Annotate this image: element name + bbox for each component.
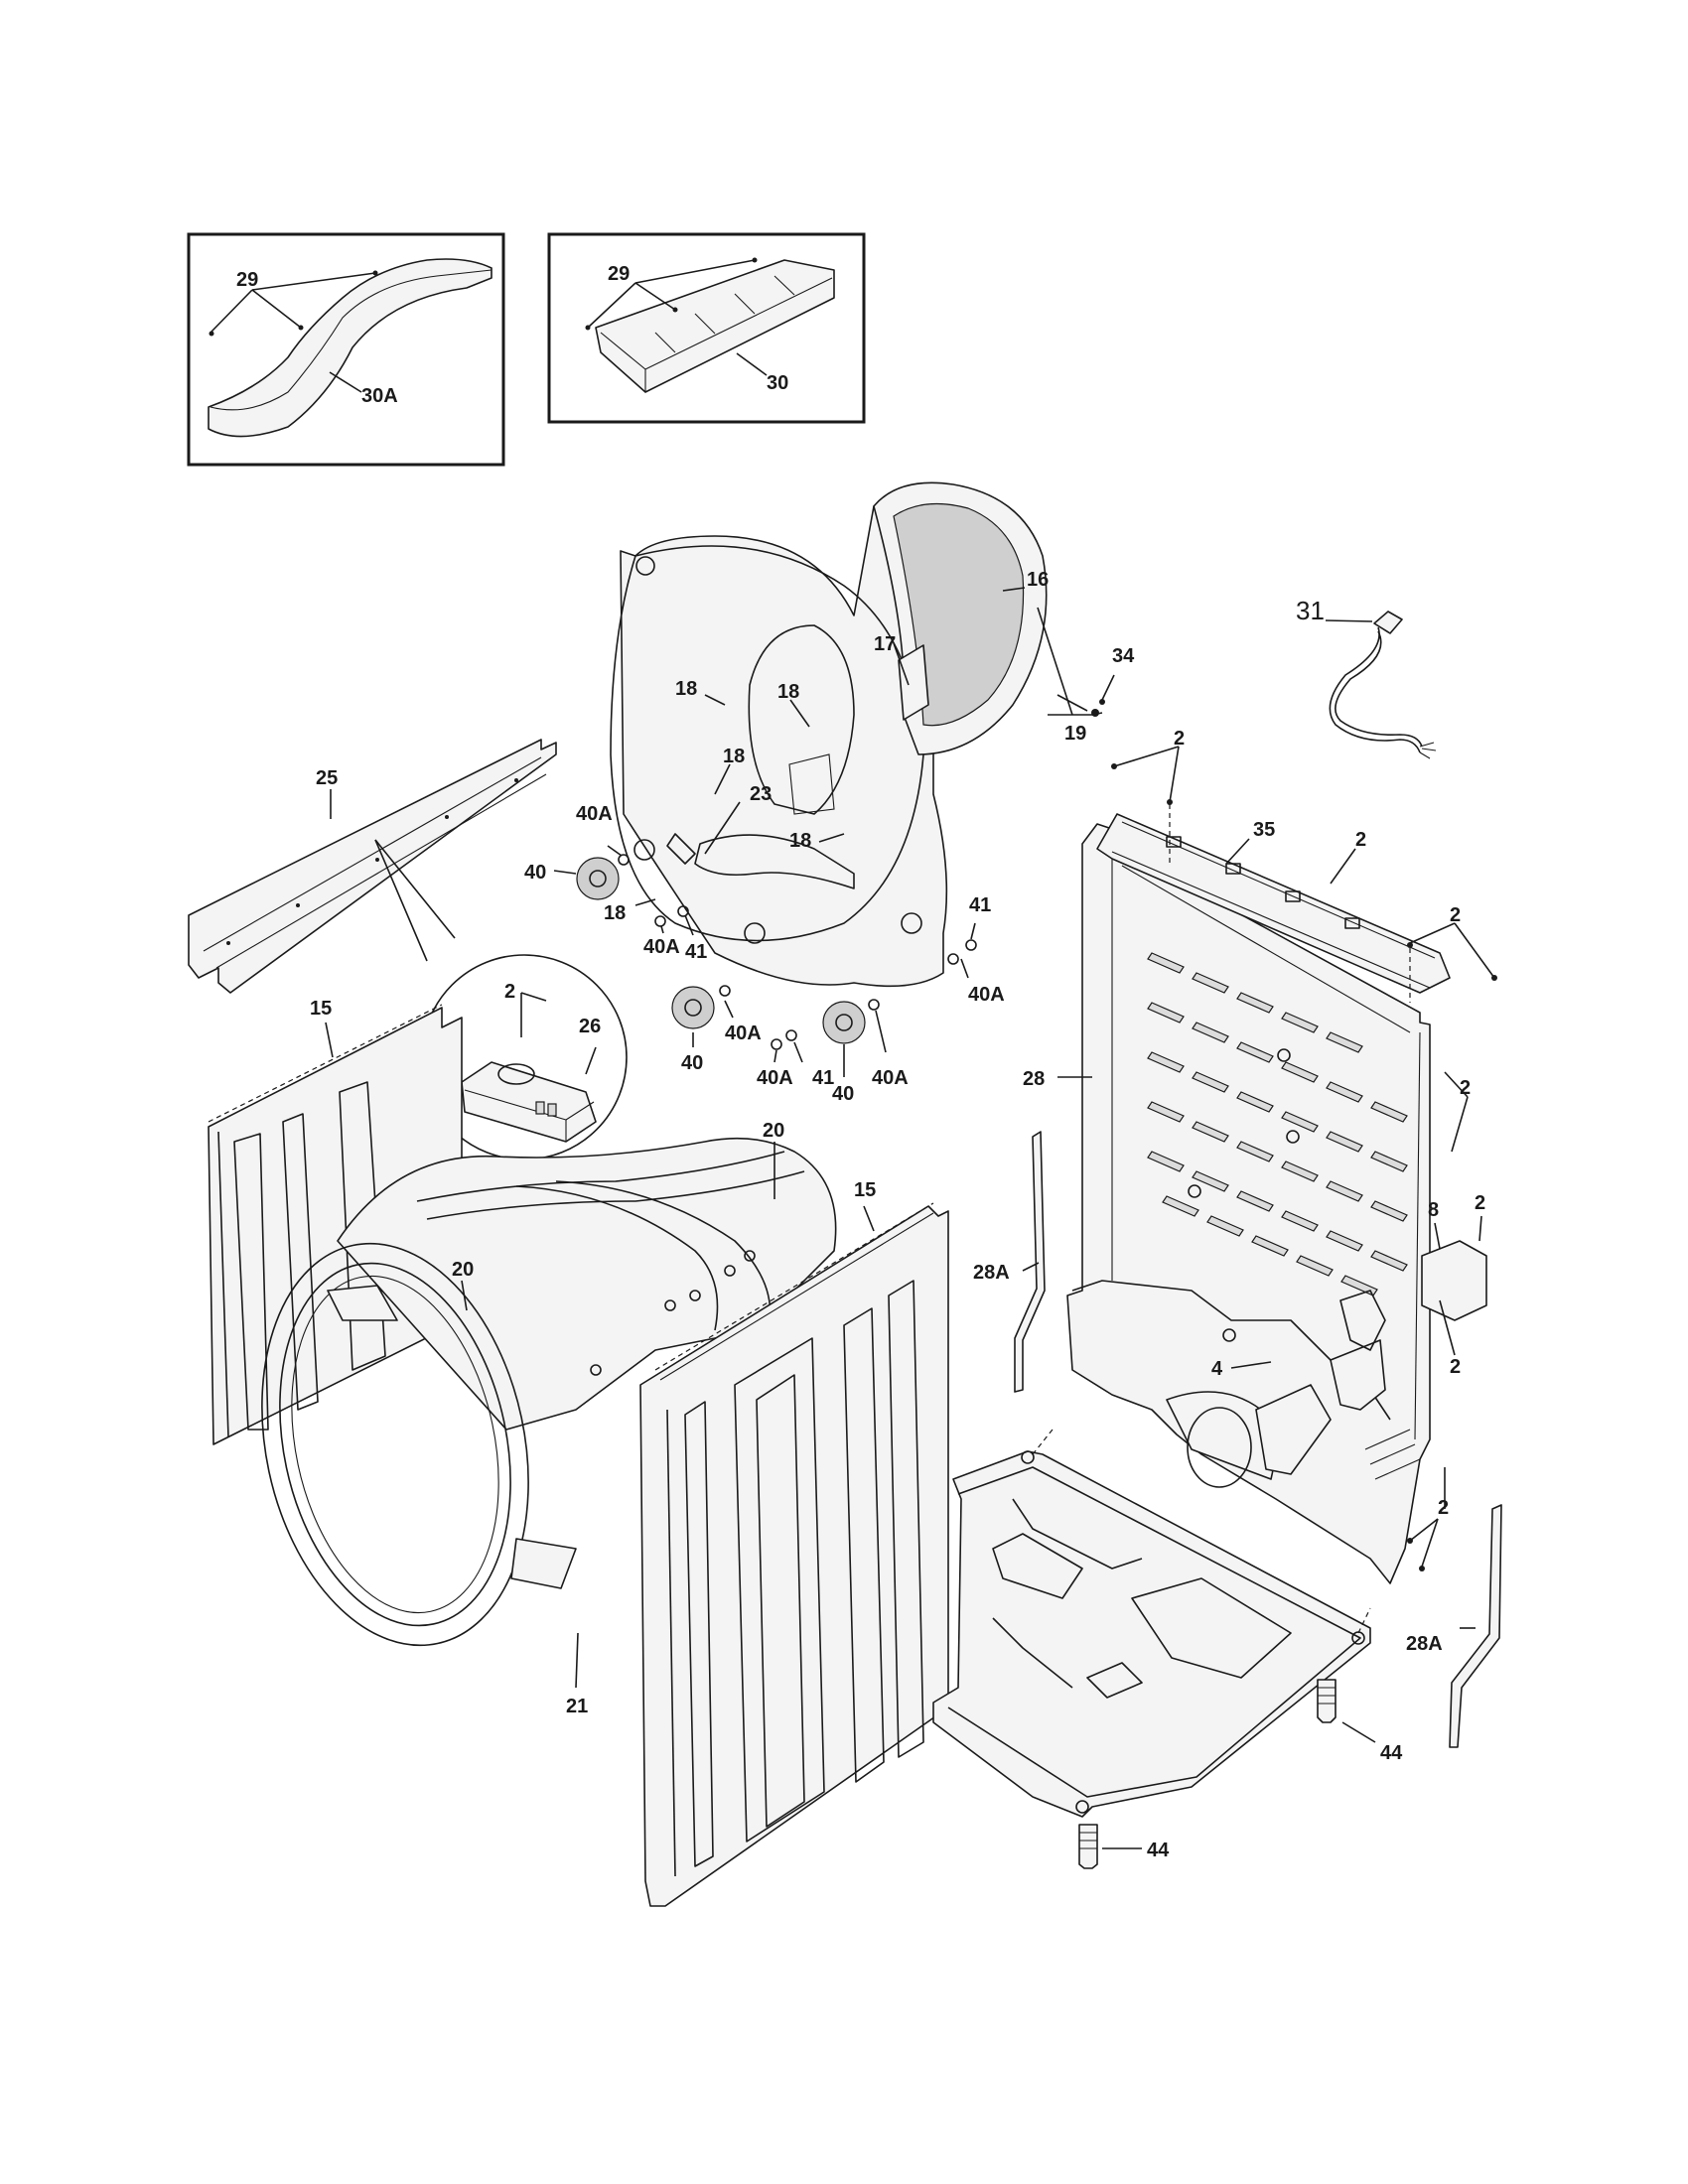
rear-bulkhead-assembly bbox=[610, 481, 1115, 988]
callout-40Ae: 40A bbox=[872, 1067, 909, 1089]
callout-29b: 29 bbox=[608, 263, 630, 285]
callout-labels: 16 17 18 18 18 18 18 23 34 19 31 25 40A … bbox=[310, 569, 1485, 1861]
callout-2c: 2 bbox=[1355, 829, 1366, 851]
power-cord bbox=[1325, 611, 1437, 759]
callout-20b: 20 bbox=[452, 1259, 474, 1281]
callout-40a: 40 bbox=[524, 862, 546, 884]
callout-28Aa: 28A bbox=[973, 1262, 1010, 1284]
callout-40b: 40 bbox=[681, 1052, 703, 1074]
callout-21: 21 bbox=[566, 1696, 588, 1717]
callout-29a: 29 bbox=[236, 269, 258, 291]
callout-25: 25 bbox=[316, 767, 338, 789]
inset-vent-cover-30: 29 30 bbox=[547, 232, 866, 424]
callout-15b: 15 bbox=[854, 1179, 876, 1201]
callout-4: 4 bbox=[1211, 1358, 1223, 1380]
callout-40Ab: 40A bbox=[643, 936, 680, 958]
callout-26: 26 bbox=[579, 1016, 601, 1037]
callout-40Aa: 40A bbox=[576, 803, 613, 825]
callout-18b: 18 bbox=[777, 681, 799, 703]
callout-2f: 2 bbox=[1475, 1192, 1485, 1214]
rear-panel-screws bbox=[1407, 1467, 1446, 1571]
callout-30A: 30A bbox=[361, 385, 398, 407]
callout-17: 17 bbox=[874, 633, 896, 655]
leveling-legs bbox=[1078, 1679, 1376, 1869]
callout-41c: 41 bbox=[812, 1067, 834, 1089]
callout-2h: 2 bbox=[1438, 1497, 1449, 1519]
callout-16: 16 bbox=[1027, 569, 1049, 591]
rear-panel-vent-slots bbox=[1147, 952, 1408, 1297]
callout-30: 30 bbox=[767, 372, 788, 394]
callout-28: 28 bbox=[1023, 1068, 1045, 1090]
callout-19: 19 bbox=[1064, 723, 1086, 745]
callout-18e: 18 bbox=[604, 902, 626, 924]
callout-40Ac: 40A bbox=[725, 1023, 762, 1044]
callout-18a: 18 bbox=[675, 678, 697, 700]
callout-28Ab: 28A bbox=[1406, 1633, 1443, 1655]
callout-8: 8 bbox=[1428, 1199, 1439, 1221]
drum-rollers-and-fasteners bbox=[553, 845, 977, 1077]
callout-2a: 2 bbox=[504, 981, 515, 1003]
callout-31: 31 bbox=[1296, 596, 1325, 625]
callout-2e: 2 bbox=[1460, 1077, 1471, 1099]
callout-2b: 2 bbox=[1174, 728, 1185, 750]
rear-top-brace bbox=[1096, 746, 1497, 1153]
callout-23: 23 bbox=[750, 783, 772, 805]
callout-18d: 18 bbox=[789, 830, 811, 852]
drum bbox=[261, 1137, 837, 1689]
callout-20a: 20 bbox=[763, 1120, 784, 1142]
callout-35: 35 bbox=[1253, 819, 1275, 841]
callout-34: 34 bbox=[1112, 645, 1135, 667]
callout-40c: 40 bbox=[832, 1083, 854, 1105]
callout-44a: 44 bbox=[1380, 1742, 1403, 1764]
inset-vent-cover-30A: 29 30A bbox=[187, 232, 505, 467]
callout-40Ad: 40A bbox=[757, 1067, 793, 1089]
callout-40Af: 40A bbox=[968, 984, 1005, 1006]
rear-panel bbox=[1057, 823, 1487, 1584]
seal-strips bbox=[1014, 1131, 1502, 1748]
base-pan bbox=[932, 1429, 1371, 1818]
front-top-rail bbox=[188, 739, 557, 994]
callout-18c: 18 bbox=[723, 746, 745, 767]
callout-41a: 41 bbox=[685, 941, 707, 963]
callout-15a: 15 bbox=[310, 998, 332, 1020]
callout-41b: 41 bbox=[969, 894, 991, 916]
callout-44b: 44 bbox=[1147, 1840, 1170, 1861]
callout-2g: 2 bbox=[1450, 1356, 1461, 1378]
callout-2d: 2 bbox=[1450, 904, 1461, 926]
